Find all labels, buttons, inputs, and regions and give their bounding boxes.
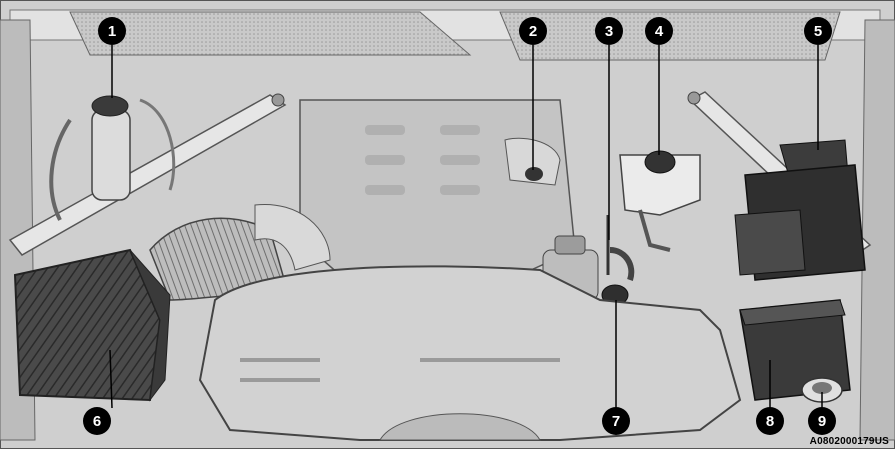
callout-3: 3 [595,17,623,45]
callout-6: 6 [83,407,111,435]
callout-5: 5 [804,17,832,45]
image-reference-code: A0802000179US [810,436,889,447]
callout-number: 4 [655,23,664,40]
callout-1: 1 [98,17,126,45]
callout-number: 8 [766,413,774,430]
callout-number: 7 [612,413,620,430]
callout-number: 3 [605,23,613,40]
callout-number: 1 [108,23,116,40]
callout-4: 4 [645,17,673,45]
callout-9: 9 [808,407,836,435]
callout-number: 2 [529,23,537,40]
callout-7: 7 [602,407,630,435]
callout-number: 5 [814,23,822,40]
callout-8: 8 [756,407,784,435]
callout-number: 6 [93,413,101,430]
callout-2: 2 [519,17,547,45]
air-cleaner-assembly [15,250,170,400]
callout-number: 9 [818,413,826,430]
